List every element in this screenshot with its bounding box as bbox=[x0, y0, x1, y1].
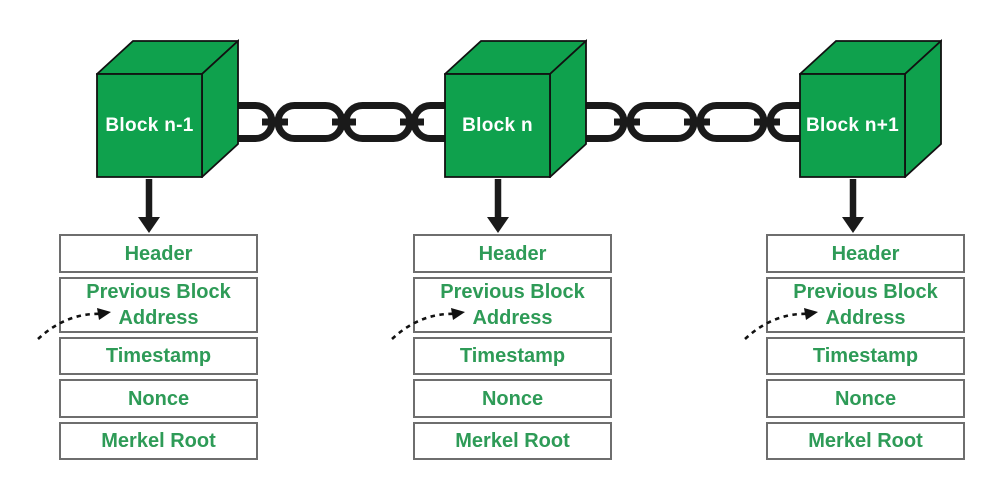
field-row-header: Header bbox=[766, 234, 965, 273]
field-row-nonce: Nonce bbox=[59, 379, 258, 418]
block-cube-n: Block n bbox=[444, 39, 587, 178]
block-label: Block n+1 bbox=[806, 114, 899, 136]
cube-shape bbox=[799, 39, 942, 178]
block-cube-n-plus-1: Block n+1 bbox=[799, 39, 942, 178]
block-cube-n-minus-1: Block n-1 bbox=[96, 39, 239, 178]
field-row-merkel-root: Merkel Root bbox=[413, 422, 612, 460]
field-row-timestamp: Timestamp bbox=[413, 337, 612, 375]
field-row-timestamp: Timestamp bbox=[766, 337, 965, 375]
chain-link-icon bbox=[203, 106, 483, 139]
block-label: Block n bbox=[462, 114, 533, 136]
arrow-down-icon bbox=[138, 179, 160, 233]
field-row-previous-block-address: Previous Block Address bbox=[59, 277, 258, 333]
block-structure-table-2: Header Previous Block Address Timestamp … bbox=[413, 234, 612, 460]
chain-link-icon bbox=[555, 106, 839, 139]
field-row-merkel-root: Merkel Root bbox=[766, 422, 965, 460]
field-row-nonce: Nonce bbox=[413, 379, 612, 418]
field-row-header: Header bbox=[59, 234, 258, 273]
arrow-down-icon bbox=[487, 179, 509, 233]
field-row-nonce: Nonce bbox=[766, 379, 965, 418]
arrow-down-icon bbox=[842, 179, 864, 233]
block-structure-table-1: Header Previous Block Address Timestamp … bbox=[59, 234, 258, 460]
field-row-header: Header bbox=[413, 234, 612, 273]
field-row-merkel-root: Merkel Root bbox=[59, 422, 258, 460]
cube-shape bbox=[96, 39, 239, 178]
block-structure-table-3: Header Previous Block Address Timestamp … bbox=[766, 234, 965, 460]
field-row-timestamp: Timestamp bbox=[59, 337, 258, 375]
field-row-previous-block-address: Previous Block Address bbox=[766, 277, 965, 333]
field-row-previous-block-address: Previous Block Address bbox=[413, 277, 612, 333]
block-label: Block n-1 bbox=[105, 114, 194, 136]
